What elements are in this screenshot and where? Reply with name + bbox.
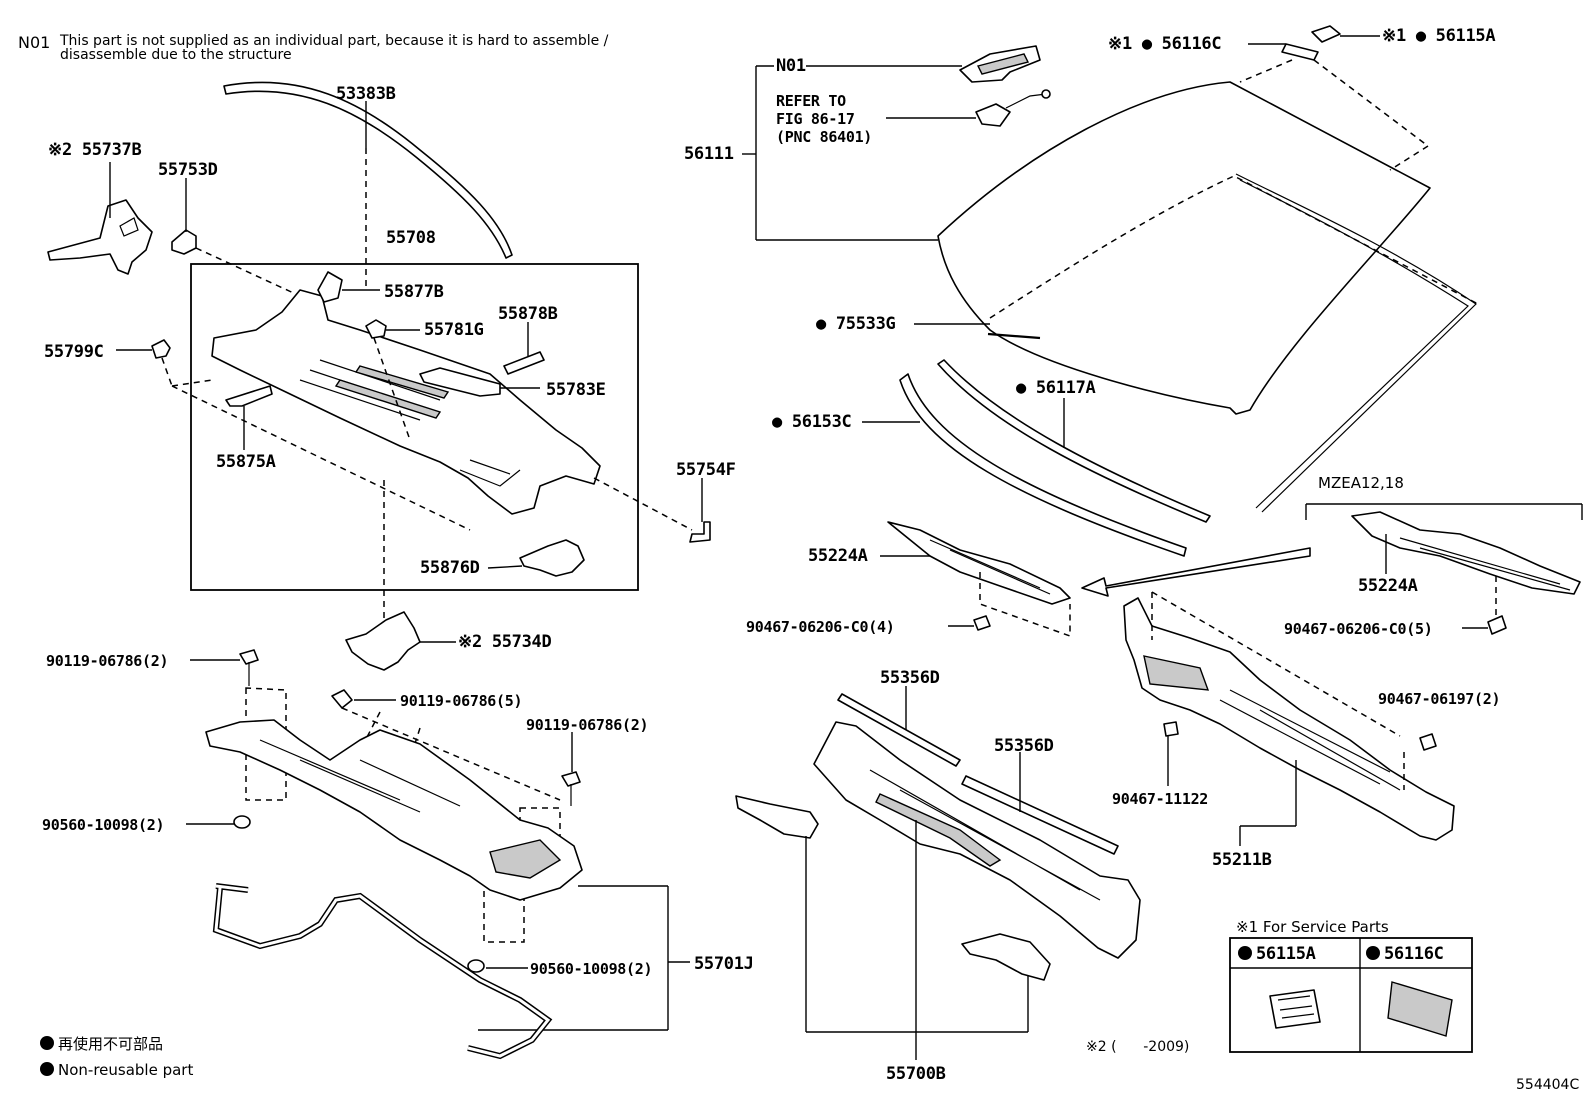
- label-55356D-a: 55356D: [880, 668, 940, 688]
- part-56111-windshield: [937, 81, 1431, 415]
- label-55875A: 55875A: [216, 452, 276, 472]
- part-55700B-bracket-left: [735, 795, 819, 839]
- label-90467-06197: 90467-06197(2): [1378, 690, 1501, 708]
- label-refer-2: FIG 86-17: [776, 110, 855, 128]
- label-55781G: 55781G: [424, 320, 484, 340]
- label-90119-a: 90119-06786(2): [46, 652, 169, 670]
- service-box-col2-text: 56116C: [1384, 944, 1444, 964]
- part-rain-sensor: [975, 103, 1011, 127]
- service-56116C-img: [1387, 981, 1453, 1037]
- label-N01: N01: [776, 56, 806, 76]
- bolt-90119-c: [561, 771, 581, 806]
- part-56117A: [937, 359, 1211, 523]
- part-55781G: [365, 319, 387, 339]
- washer-90560-a: [233, 815, 251, 829]
- label-55876D: 55876D: [420, 558, 480, 578]
- label-55701J: 55701J: [694, 954, 754, 974]
- part-55799C: [151, 339, 171, 359]
- label-90560-b: 90560-10098(2): [530, 960, 653, 978]
- label-55754F: 55754F: [676, 460, 736, 480]
- nut-90467-5: [1487, 615, 1507, 635]
- label-56116C: ※1 ● 56116C: [1108, 34, 1222, 54]
- part-56115A: [1311, 25, 1341, 43]
- non-reusable-bullet-icon: [1366, 946, 1380, 960]
- header-note-line2: disassemble due to the structure: [60, 47, 292, 63]
- bolt-90119-b: [331, 689, 353, 709]
- service-box-col1: 56115A: [1238, 944, 1316, 964]
- label-55224A-right: 55224A: [1358, 576, 1418, 596]
- part-55877B: [317, 271, 343, 303]
- service-56115A-img: [1269, 989, 1321, 1029]
- label-53383B: 53383B: [336, 84, 396, 104]
- label-90467-4: 90467-06206-C0(4): [746, 618, 895, 636]
- label-55737B: ※2 55737B: [48, 140, 142, 160]
- label-55783E: 55783E: [546, 380, 606, 400]
- group-box-55708: [190, 263, 639, 591]
- label-refer-1: REFER TO: [776, 92, 846, 110]
- part-55356D-b: [961, 775, 1119, 855]
- bullet-icon: [40, 1062, 54, 1076]
- part-55876D: [519, 539, 585, 577]
- part-56116C: [1281, 43, 1319, 61]
- clip-90467-11122: [1163, 721, 1179, 737]
- label-56115A: ※1 ● 56115A: [1382, 26, 1496, 46]
- part-55875A: [225, 385, 273, 407]
- part-55356D-a: [837, 693, 961, 767]
- legend-en-text: Non-reusable part: [58, 1061, 194, 1079]
- label-55734D: ※2 55734D: [458, 632, 552, 652]
- header-note-line1: This part is not supplied as an individu…: [60, 33, 609, 49]
- part-53383B: [223, 81, 513, 259]
- bolt-90119-a: [239, 649, 259, 686]
- part-55700B-bracket-right: [961, 933, 1051, 981]
- non-reusable-bullet-icon: [1238, 946, 1252, 960]
- label-75533G: ● 75533G: [816, 314, 896, 334]
- service-parts-box: [1229, 937, 1473, 1053]
- washer-90560-b: [467, 959, 485, 973]
- part-55878B: [503, 351, 545, 375]
- part-56153C: [899, 373, 1187, 557]
- nut-90467-06197: [1419, 733, 1437, 751]
- header-code: N01: [18, 33, 51, 52]
- label-56117A: ● 56117A: [1016, 378, 1096, 398]
- label-mzea: MZEA12,18: [1318, 474, 1404, 492]
- figure-id: 554404C: [1516, 1077, 1580, 1093]
- label-90467-5: 90467-06206-C0(5): [1284, 620, 1433, 638]
- direction-arrow: [1081, 547, 1311, 597]
- label-90119-b: 90119-06786(5): [400, 692, 523, 710]
- part-55701J: [205, 719, 583, 901]
- label-55700B: 55700B: [886, 1064, 946, 1084]
- label-55799C: 55799C: [44, 342, 104, 362]
- part-55754F: [689, 521, 711, 543]
- bullet-icon: [40, 1036, 54, 1050]
- label-55211B: 55211B: [1212, 850, 1272, 870]
- label-90119-c: 90119-06786(2): [526, 716, 649, 734]
- service-box-col2: 56116C: [1366, 944, 1444, 964]
- legend-jp: 再使用不可部品: [40, 1035, 164, 1053]
- label-55708: 55708: [386, 228, 436, 248]
- label-55356D-b: 55356D: [994, 736, 1054, 756]
- service-box-title: ※1 For Service Parts: [1236, 918, 1389, 936]
- part-55783E: [419, 367, 501, 397]
- part-55753D: [171, 229, 197, 255]
- label-90560-a: 90560-10098(2): [42, 816, 165, 834]
- label-56153C: ● 56153C: [772, 412, 852, 432]
- label-55877B: 55877B: [384, 282, 444, 302]
- part-55737B: [47, 199, 153, 275]
- part-55700B: [813, 721, 1141, 959]
- label-55753D: 55753D: [158, 160, 218, 180]
- label-90467-11122: 90467-11122: [1112, 790, 1209, 808]
- footnote: ※2 ( -2009): [1086, 1039, 1190, 1055]
- legend-jp-text: 再使用不可部品: [58, 1035, 164, 1053]
- legend-en: Non-reusable part: [40, 1061, 194, 1079]
- label-55878B: 55878B: [498, 304, 558, 324]
- label-56111: 56111: [684, 144, 734, 164]
- nut-90467-4: [973, 615, 991, 631]
- label-refer-3: (PNC 86401): [776, 128, 873, 146]
- part-55734D: [345, 611, 421, 671]
- service-box-col1-text: 56115A: [1256, 944, 1316, 964]
- label-55224A-left: 55224A: [808, 546, 868, 566]
